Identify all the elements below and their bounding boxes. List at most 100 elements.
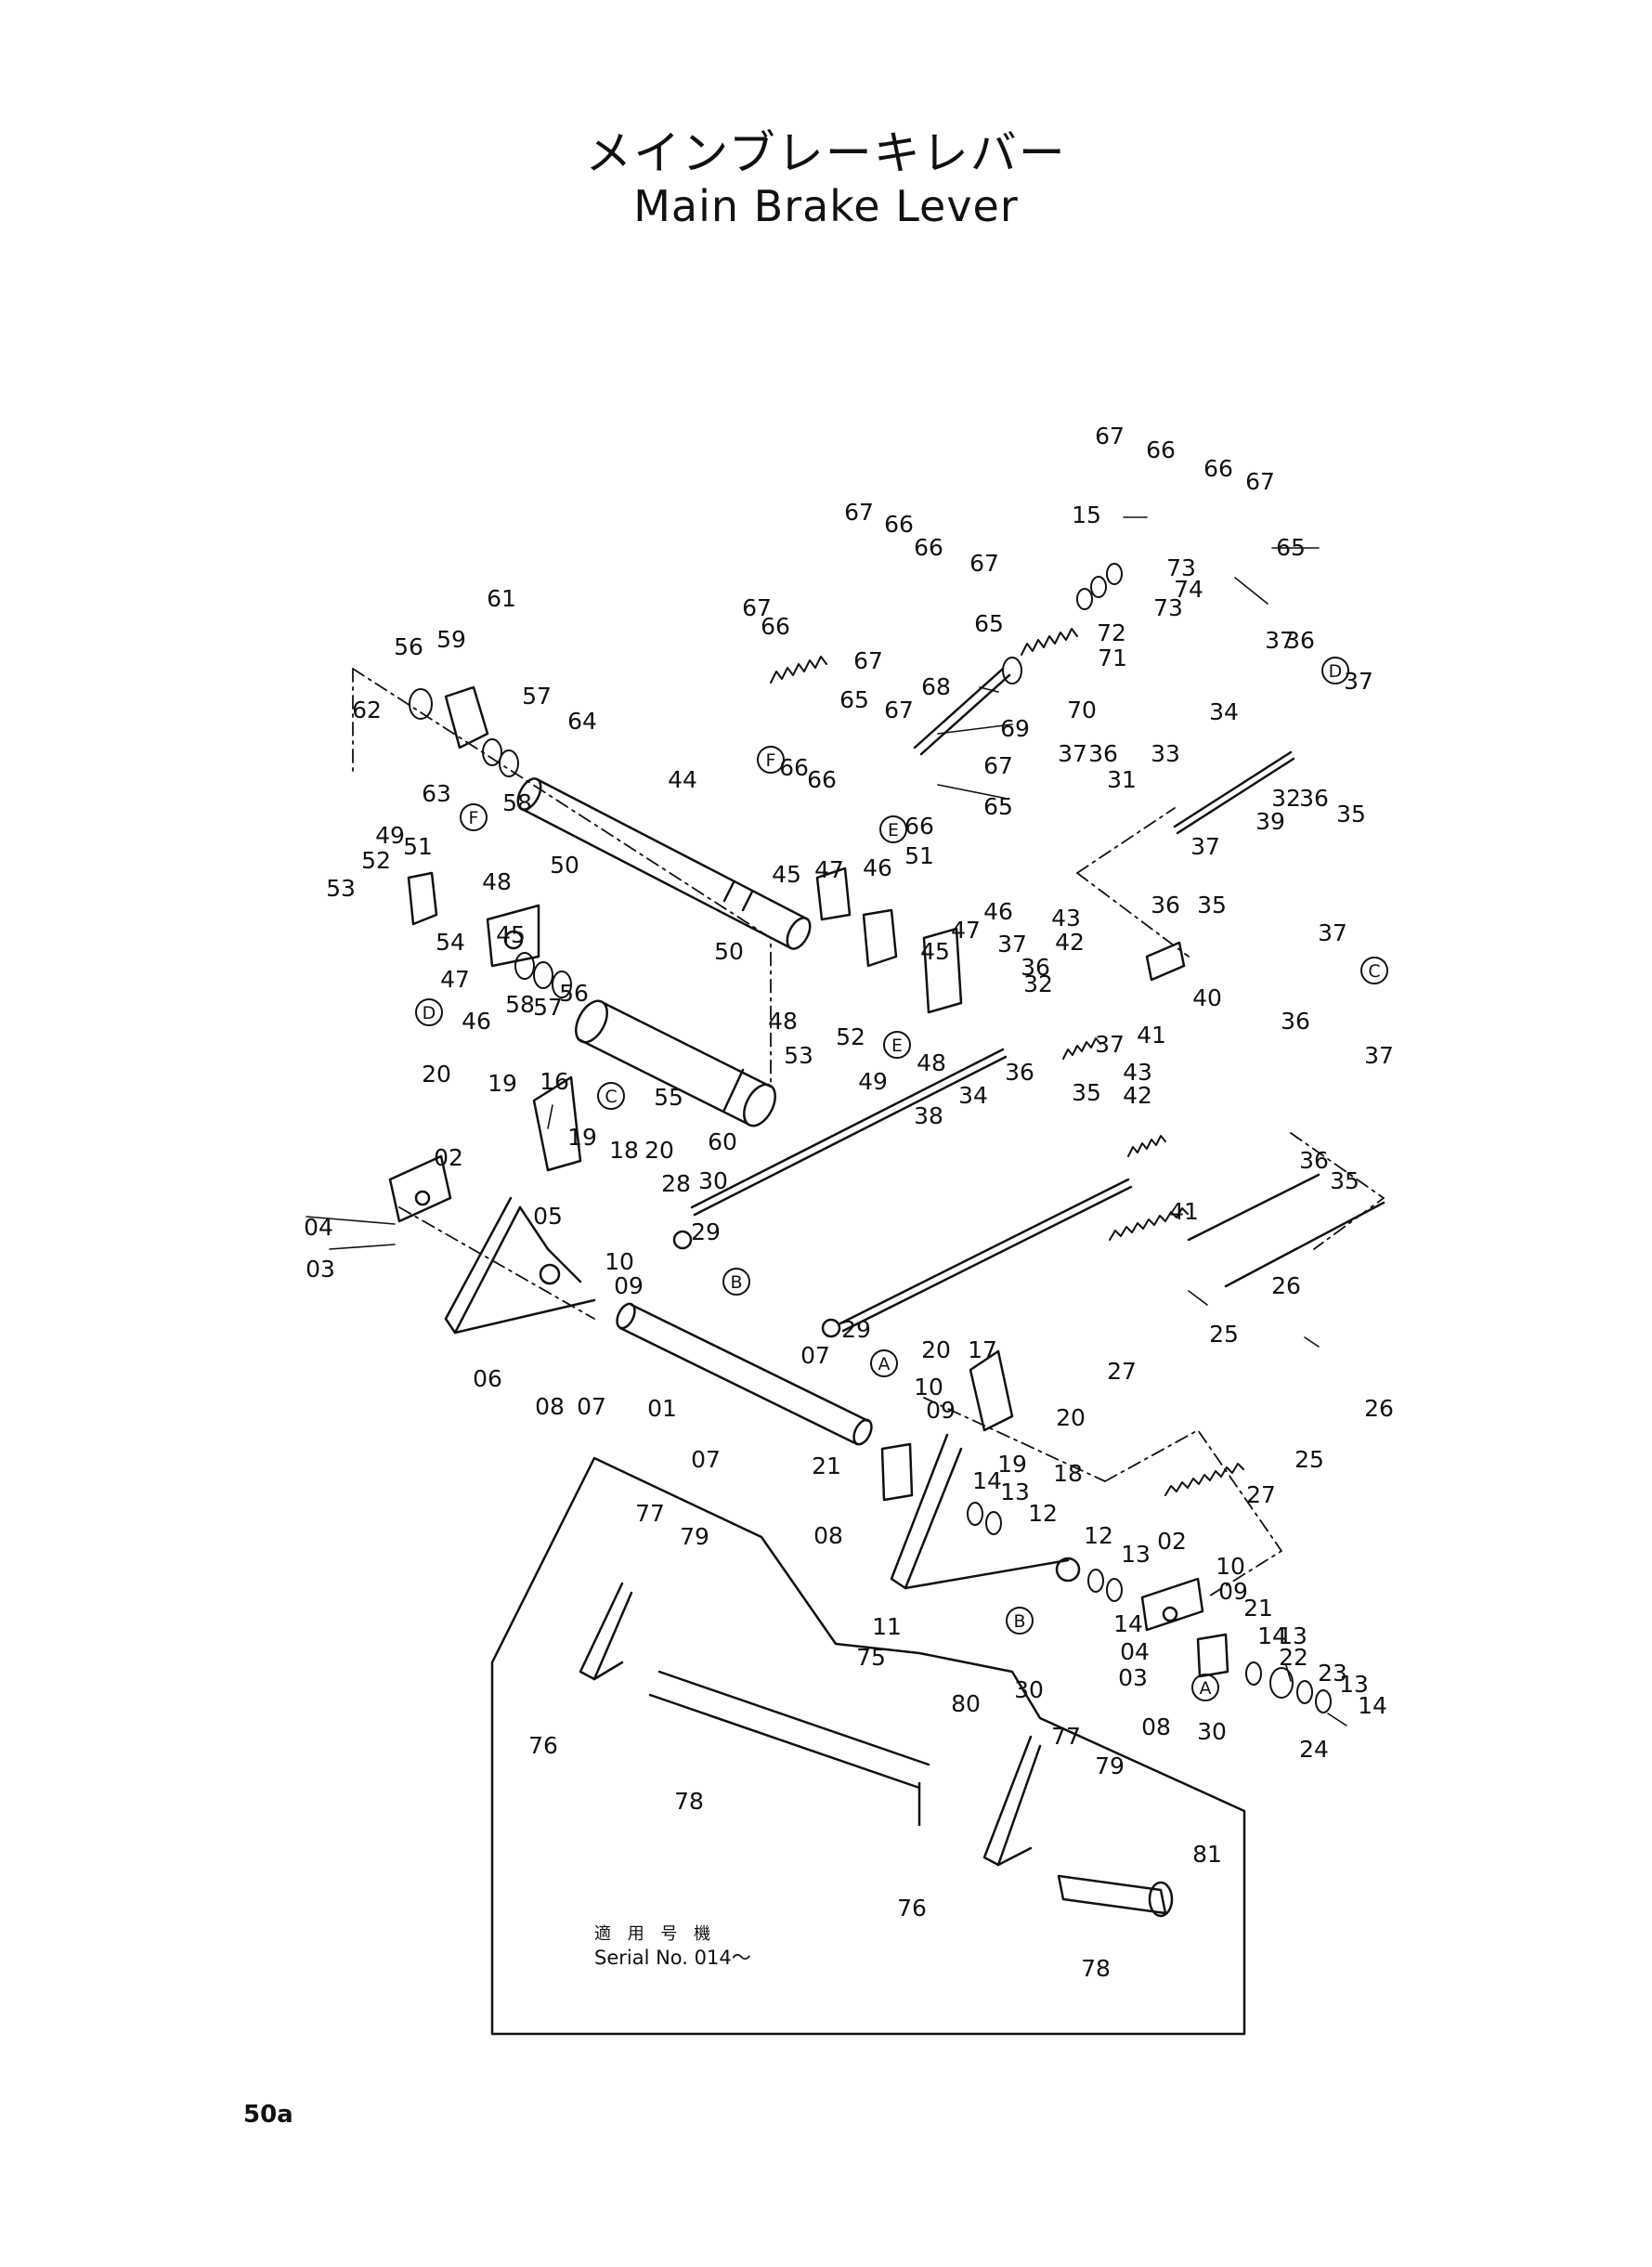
part-label-28: 28 — [661, 1170, 691, 1197]
bracket-21a — [880, 1442, 914, 1502]
part-label-18b: 18 — [1053, 1460, 1083, 1487]
bracket-02b — [1140, 1577, 1204, 1632]
rod-39 — [1173, 750, 1295, 835]
part-label-18a: 18 — [609, 1137, 639, 1164]
part-label-43b: 43 — [1123, 1059, 1152, 1086]
rods-25 — [1187, 1173, 1385, 1288]
callout-circle-A2 — [1191, 1674, 1219, 1701]
part-label-10a: 10 — [605, 1248, 634, 1275]
part-label-36e: 36 — [1021, 954, 1050, 981]
part-label-51b: 51 — [904, 842, 934, 869]
part-label-74: 74 — [1174, 576, 1203, 603]
part-label-71: 71 — [1098, 645, 1127, 671]
part-label-49b: 49 — [858, 1068, 888, 1095]
part-label-48c: 48 — [917, 1049, 946, 1076]
part-label-37g: 37 — [1318, 919, 1347, 946]
bracket-45b — [815, 866, 852, 921]
part-label-66c: 66 — [914, 534, 943, 561]
part-label-20c: 20 — [921, 1336, 951, 1363]
block-49b — [862, 908, 898, 968]
part-label-63: 63 — [422, 780, 451, 807]
callout-A1: A — [870, 1349, 898, 1377]
part-label-51a: 51 — [403, 833, 433, 860]
part-label-27b: 27 — [1246, 1481, 1276, 1508]
callout-circle-F2 — [757, 746, 785, 774]
part-label-13a: 13 — [1000, 1479, 1030, 1505]
callout-circle-C1 — [597, 1082, 625, 1110]
part-label-67f: 67 — [983, 752, 1013, 779]
part-label-13b: 13 — [1121, 1541, 1151, 1568]
shaft-44 — [516, 777, 812, 950]
part-label-19a: 19 — [488, 1070, 517, 1097]
part-label-47b: 47 — [814, 856, 844, 883]
callout-letter-E1: E — [891, 1036, 903, 1056]
part-label-12a: 12 — [1028, 1500, 1058, 1527]
title-english: Main Brake Lever — [633, 181, 1019, 231]
part-label-46c: 46 — [983, 898, 1013, 925]
part-label-04b: 04 — [1120, 1638, 1150, 1665]
callout-circle-D2 — [1321, 657, 1349, 684]
part-label-26b: 26 — [1364, 1395, 1394, 1422]
part-label-42b: 42 — [1123, 1082, 1152, 1109]
part-label-47a: 47 — [440, 966, 470, 993]
part-label-60: 60 — [708, 1128, 737, 1155]
part-label-31: 31 — [1107, 766, 1137, 793]
part-label-61: 61 — [487, 585, 516, 612]
bracket-17 — [969, 1349, 1014, 1432]
part-label-34b: 34 — [1209, 698, 1239, 725]
callout-D1: D — [415, 998, 443, 1026]
callout-circle-E1 — [883, 1031, 911, 1059]
part-label-65d: 65 — [1276, 534, 1306, 561]
part-label-48b: 48 — [768, 1008, 798, 1035]
part-label-07c: 07 — [800, 1342, 830, 1369]
part-label-30a: 30 — [698, 1167, 728, 1194]
part-label-62: 62 — [352, 697, 382, 723]
callout-circle-E2 — [879, 815, 907, 843]
callout-C1: C — [597, 1082, 625, 1110]
part-label-69: 69 — [1000, 715, 1030, 742]
part-label-36b: 36 — [1285, 627, 1315, 654]
callout-B2: B — [1006, 1607, 1034, 1635]
serial-label-japanese: 適 用 号 機 — [594, 1924, 717, 1944]
leader-lines — [306, 516, 1347, 1726]
part-label-49a: 49 — [375, 822, 405, 849]
part-label-36f: 36 — [1005, 1059, 1034, 1086]
part-label-29b: 29 — [841, 1316, 871, 1343]
rod-38 — [672, 1048, 1008, 1250]
callout-letter-D2: D — [1329, 661, 1343, 682]
shaft-75 — [648, 1670, 930, 1827]
part-label-35c: 35 — [1336, 801, 1366, 827]
callout-letter-E2: E — [888, 820, 899, 840]
part-label-66a: 66 — [761, 613, 790, 640]
part-label-09b: 09 — [926, 1397, 956, 1424]
part-label-37f: 37 — [1095, 1031, 1125, 1058]
part-label-34a: 34 — [958, 1082, 988, 1109]
part-label-45c: 45 — [496, 921, 526, 948]
part-label-19c: 19 — [997, 1451, 1027, 1478]
part-label-17: 17 — [968, 1336, 997, 1363]
callout-F1: F — [460, 803, 488, 831]
part-label-48a: 48 — [482, 868, 512, 895]
part-label-66g: 66 — [1146, 436, 1176, 463]
part-label-19b: 19 — [567, 1124, 597, 1151]
part-label-29a: 29 — [691, 1218, 721, 1245]
part-label-57a: 57 — [522, 683, 552, 710]
part-label-10b: 10 — [914, 1374, 943, 1401]
part-label-43a: 43 — [1051, 905, 1081, 932]
part-label-67b: 67 — [844, 499, 874, 526]
part-label-07b: 07 — [691, 1446, 721, 1473]
callout-circle-C2 — [1360, 957, 1388, 984]
part-label-20b: 20 — [644, 1137, 674, 1164]
part-label-55: 55 — [654, 1084, 683, 1111]
part-label-06: 06 — [473, 1365, 502, 1392]
part-label-67h: 67 — [1245, 468, 1275, 495]
part-label-35b: 35 — [1197, 892, 1227, 919]
part-label-27a: 27 — [1107, 1358, 1137, 1385]
part-label-37a: 37 — [1265, 627, 1294, 654]
part-label-67c: 67 — [969, 550, 999, 577]
part-label-36g: 36 — [1281, 1008, 1310, 1035]
part-label-70: 70 — [1067, 697, 1097, 723]
part-label-47c: 47 — [951, 917, 981, 944]
part-label-13c: 13 — [1278, 1622, 1307, 1649]
